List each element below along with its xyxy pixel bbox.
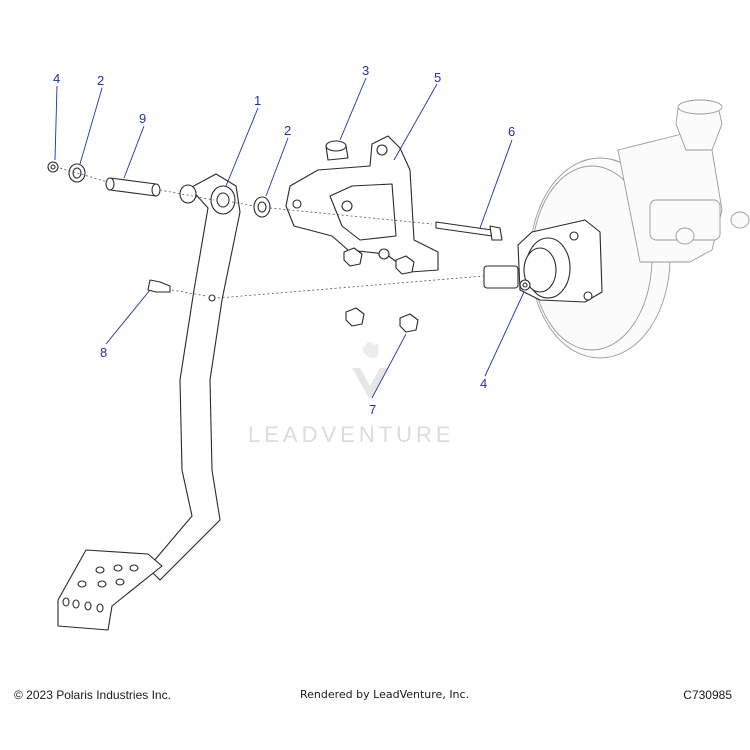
washer-2-left (68, 163, 86, 183)
bushing-9 (105, 177, 161, 197)
callout-3: 3 (362, 63, 369, 78)
brake-booster-master-cylinder (483, 99, 750, 359)
nut-7-d (395, 255, 415, 275)
watermark-logo (352, 341, 388, 400)
bolt-3 (325, 140, 349, 161)
callout-5: 5 (434, 70, 441, 85)
callout-4-right: 4 (480, 376, 487, 391)
callout-4-left: 4 (53, 71, 60, 86)
bolt-8 (147, 279, 171, 293)
pedal-mounting-bracket (285, 135, 439, 273)
nut-7-a (345, 307, 365, 327)
callout-2-left: 2 (97, 73, 104, 88)
copyright-text: © 2023 Polaris Industries Inc. (14, 688, 171, 702)
callout-8: 8 (100, 345, 107, 360)
callout-7: 7 (369, 402, 376, 417)
washer-2-right (253, 196, 271, 218)
callout-9: 9 (139, 111, 146, 126)
nut-7-c (343, 247, 363, 267)
callout-1: 1 (254, 93, 261, 108)
bolt-6 (435, 221, 503, 241)
rendered-by-text: Rendered by LeadVenture, Inc. (300, 688, 470, 701)
nut-7-b (399, 313, 419, 333)
brake-pedal-arm (57, 173, 241, 631)
callout-leaders (54, 77, 525, 399)
nut-4-right (519, 279, 531, 291)
assembly-centerlines (59, 167, 485, 299)
callout-2-right: 2 (284, 123, 291, 138)
callout-6: 6 (508, 124, 515, 139)
nut-4-left (47, 161, 59, 173)
diagram-code: C730985 (683, 688, 732, 702)
watermark-text: LEADVENTURE (248, 422, 455, 447)
